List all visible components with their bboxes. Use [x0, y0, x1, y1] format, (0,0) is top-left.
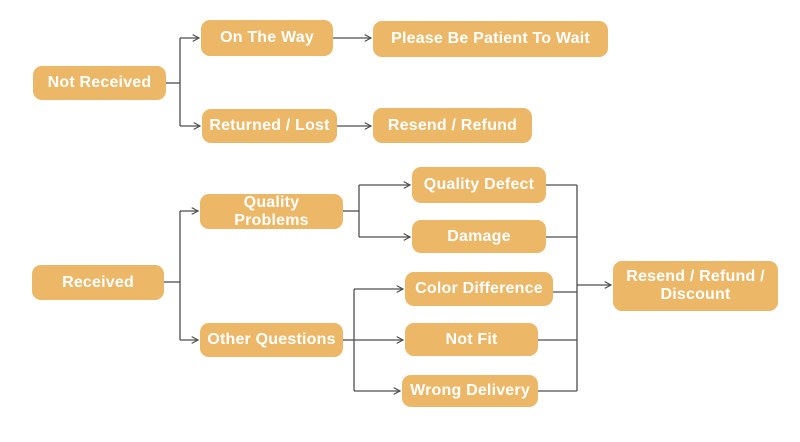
- node-resend-refund-discount: Resend / Refund / Discount: [613, 261, 778, 311]
- node-quality-defect: Quality Defect: [412, 167, 546, 203]
- node-color-difference: Color Difference: [405, 272, 553, 306]
- node-returned-lost: Returned / Lost: [202, 109, 337, 143]
- node-not-received: Not Received: [33, 66, 166, 100]
- node-damage: Damage: [412, 220, 546, 253]
- node-resend-refund: Resend / Refund: [373, 108, 532, 143]
- node-other-questions: Other Questions: [200, 323, 343, 357]
- node-quality-problems: Quality Problems: [200, 194, 343, 229]
- node-received: Received: [32, 265, 164, 300]
- node-not-fit: Not Fit: [405, 323, 538, 356]
- node-on-the-way: On The Way: [201, 20, 333, 56]
- node-please-be-patient: Please Be Patient To Wait: [373, 21, 608, 57]
- node-wrong-delivery: Wrong Delivery: [402, 375, 538, 407]
